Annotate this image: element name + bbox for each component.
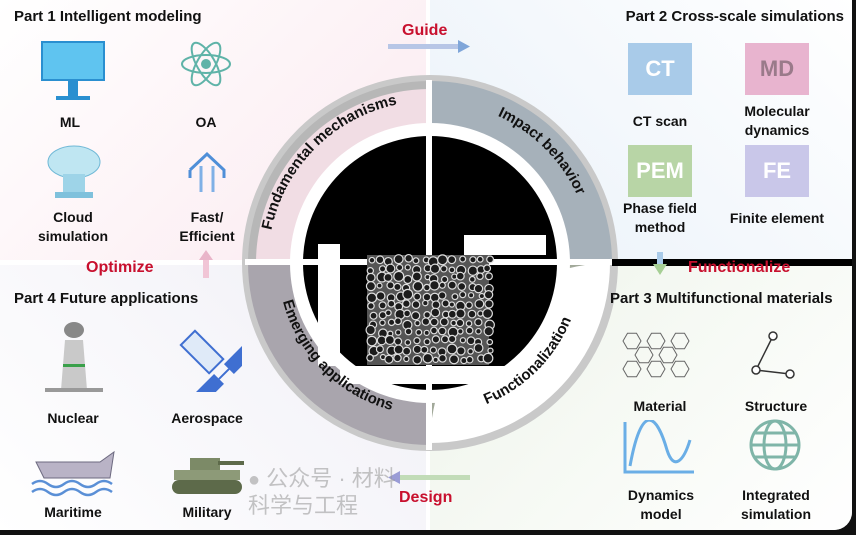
hexagon-cell — [634, 346, 654, 364]
hexagon-cell — [646, 332, 666, 350]
design-label: Design — [399, 489, 453, 506]
monitor-icon — [41, 41, 105, 100]
rocket-icon — [188, 151, 226, 192]
part1-item-ml: ML — [59, 114, 81, 130]
part4-item-military: Military — [182, 504, 232, 520]
hexagon-cell — [658, 346, 678, 364]
part1-item-oa: OA — [195, 114, 217, 130]
watermark-text: 公众号 · 材料科学与工程 — [248, 466, 396, 518]
part3-item-dynamics: Dynamics model — [627, 487, 695, 522]
watermark: ● 公众号 · 材料科学与工程 — [248, 466, 398, 519]
hexagon-cell — [646, 360, 666, 378]
globe-icon — [749, 419, 801, 471]
functionalize-arrow-icon — [653, 252, 667, 275]
node-graph-icon — [751, 331, 795, 379]
part3-item-integrated: Integrated simulation — [740, 487, 811, 522]
atom-icon — [181, 41, 231, 87]
part1-item-cloud: Cloud simulation — [37, 209, 108, 244]
wechat-icon: ● — [248, 469, 261, 491]
ct-box: CT — [628, 43, 692, 95]
optimize-label: Optimize — [86, 259, 154, 276]
part4-title: Part 4 Future applications — [14, 290, 199, 307]
functionalize-label: Functionalize — [688, 259, 791, 276]
part4-item-maritime: Maritime — [44, 504, 102, 520]
tank-icon — [172, 458, 244, 494]
part4-item-nuclear: Nuclear — [47, 410, 99, 426]
wave-chart-icon — [623, 420, 694, 474]
guide-label: Guide — [402, 22, 448, 39]
hexagon-cell — [622, 332, 642, 350]
hexagon-lattice-icon — [622, 332, 690, 378]
part2-item-ct: CT scan — [632, 113, 688, 129]
design-arrow-icon — [388, 471, 470, 484]
pem-box: PEM — [628, 145, 692, 197]
fe-box: FE — [745, 145, 809, 197]
foam-micrograph — [365, 253, 495, 365]
nuclear-tower-icon — [45, 322, 103, 392]
hexagon-cell — [622, 360, 642, 378]
part3-item-structure: Structure — [744, 398, 808, 414]
hexagon-cell — [670, 332, 690, 350]
part2-title: Part 2 Cross-scale simulations — [625, 8, 844, 25]
optimize-arrow-icon — [199, 250, 213, 278]
part1-title: Part 1 Intelligent modeling — [14, 8, 202, 25]
part2-item-pem: Phase field method — [623, 200, 697, 235]
ship-icon — [31, 450, 115, 497]
part3-title: Part 3 Multifunctional materials — [610, 290, 833, 307]
md-box: MD — [745, 43, 809, 95]
part2-item-fe: Finite element — [729, 210, 825, 226]
cloud-icon — [47, 145, 101, 198]
part3-item-material: Material — [633, 398, 687, 414]
part2-item-md: Molecular dynamics — [744, 103, 810, 138]
hexagon-cell — [670, 360, 690, 378]
part4-item-aerospace: Aerospace — [171, 410, 243, 426]
guide-arrow-icon — [388, 40, 470, 53]
satellite-icon — [179, 329, 242, 392]
part1-item-fast: Fast/ Efficient — [179, 209, 235, 244]
